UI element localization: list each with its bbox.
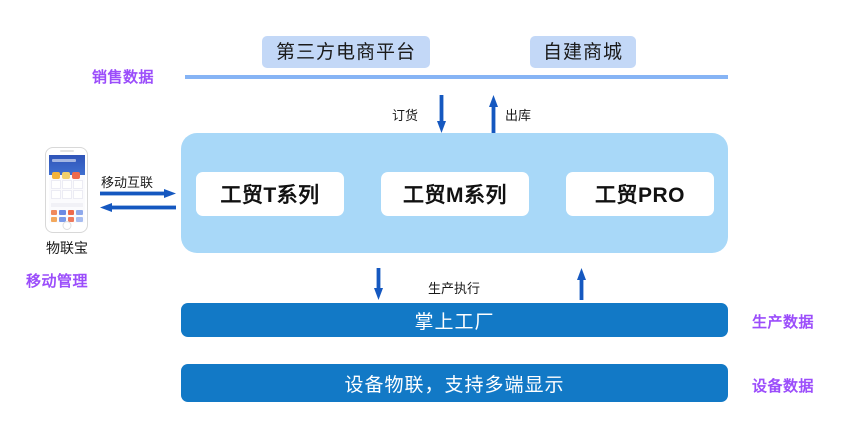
phone-stat-card <box>61 180 72 189</box>
phone-app-grid <box>49 208 85 223</box>
arrow-up-outbound-icon <box>489 95 498 133</box>
phone-app-icon <box>76 217 83 222</box>
product-card-gongmao-pro[interactable]: 工贸PRO <box>566 172 714 216</box>
phone-stat-card <box>72 190 83 199</box>
product-card-gongmao-t-series[interactable]: 工贸T系列 <box>196 172 344 216</box>
label-production-data: 生产数据 <box>752 314 815 331</box>
phone-stat-card <box>50 190 61 199</box>
phone-app-icon <box>67 217 74 222</box>
phone-stat-card <box>61 190 72 199</box>
label-mobile-management: 移动管理 <box>26 273 89 290</box>
label-sales-data: 销售数据 <box>92 69 155 86</box>
phone-banner-tile <box>71 172 80 179</box>
phone-stat-cards <box>49 175 85 202</box>
phone-banner-tile <box>51 172 60 179</box>
bar-palm-factory[interactable]: 掌上工厂 <box>181 303 728 337</box>
phone-app-icon <box>59 210 66 215</box>
phone-stat-card <box>72 180 83 189</box>
arrow-right-mobile-icon <box>100 189 176 198</box>
channel-badge-third-party: 第三方电商平台 <box>262 36 430 68</box>
phone-app-icon <box>76 210 83 215</box>
phone-app-icon <box>67 210 74 215</box>
channel-badge-self-mall: 自建商城 <box>530 36 636 68</box>
label-device-data: 设备数据 <box>752 378 815 395</box>
flow-label-outbound: 出库 <box>505 108 532 123</box>
flow-label-production-execution: 生产执行 <box>428 281 481 296</box>
phone-app-icon <box>50 217 57 222</box>
arrow-left-mobile-icon <box>100 203 176 212</box>
arrow-down-production-icon <box>374 268 383 300</box>
phone-screen <box>48 155 85 223</box>
product-card-gongmao-m-series[interactable]: 工贸M系列 <box>381 172 529 216</box>
flow-label-order: 订货 <box>392 108 419 123</box>
bar-device-iot[interactable]: 设备物联，支持多端显示 <box>181 364 728 402</box>
phone-stat-card <box>50 180 61 189</box>
device-caption-wulianbao: 物联宝 <box>46 240 88 256</box>
arrow-down-order-icon <box>437 95 446 133</box>
flow-label-mobile-internet: 移动互联 <box>101 175 154 190</box>
phone-home-button <box>62 221 71 230</box>
phone-speaker <box>59 150 74 152</box>
phone-app-icon <box>50 210 57 215</box>
phone-app-banner <box>48 155 85 179</box>
phone-app-icon <box>59 217 66 222</box>
arrow-up-production-icon <box>577 268 586 300</box>
smartphone-icon <box>45 147 88 233</box>
phone-section-header <box>50 203 83 207</box>
phone-banner-tile <box>61 172 70 179</box>
sales-channel-divider <box>185 75 728 79</box>
